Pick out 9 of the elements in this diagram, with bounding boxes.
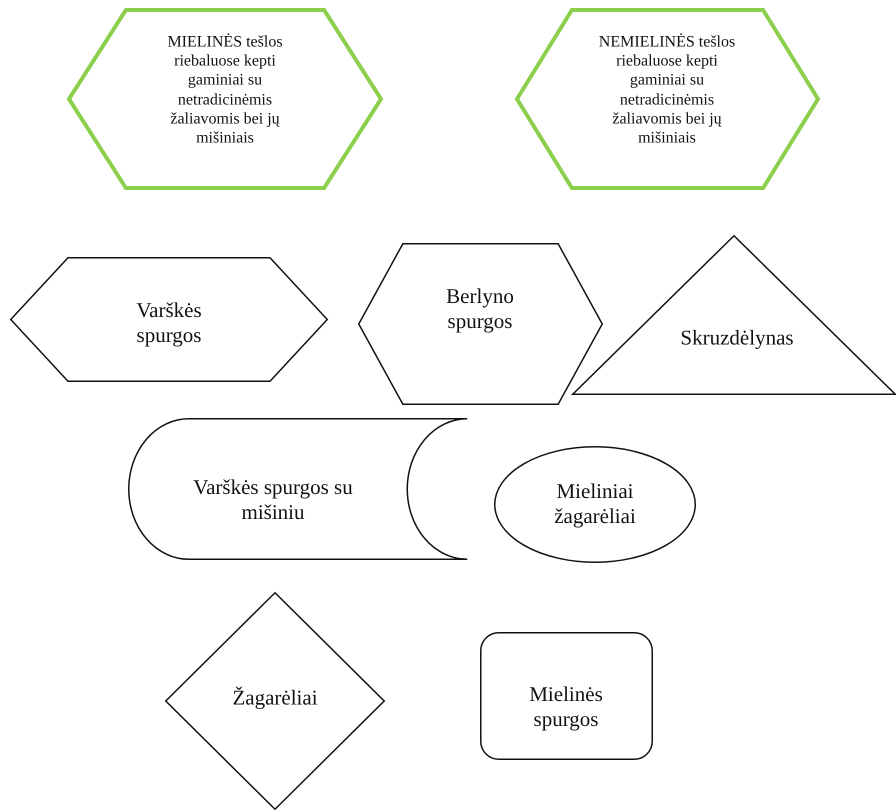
- node-label: MIELINĖS tešlos riebaluose kepti gaminiai su netradicinėmis žaliavomis bei jų mišiniais: [166, 32, 284, 148]
- node-label: Berlyno spurgos: [445, 284, 515, 334]
- node-label: Varškės spurgos: [135, 298, 203, 348]
- node-label: Mieliniai žagarėliai: [553, 478, 637, 530]
- node-label: Skruzdėlynas: [679, 325, 795, 351]
- node-label: Žagarėliai: [231, 685, 319, 711]
- node-label: NEMIELINĖS tešlos riebaluose kepti gaminiai su netradicinėmis žaliavomis bei jų mišiniais: [598, 32, 736, 148]
- node-label: Varškės spurgos su mišiniu: [192, 474, 354, 526]
- node-label: Mielinės spurgos: [528, 682, 604, 732]
